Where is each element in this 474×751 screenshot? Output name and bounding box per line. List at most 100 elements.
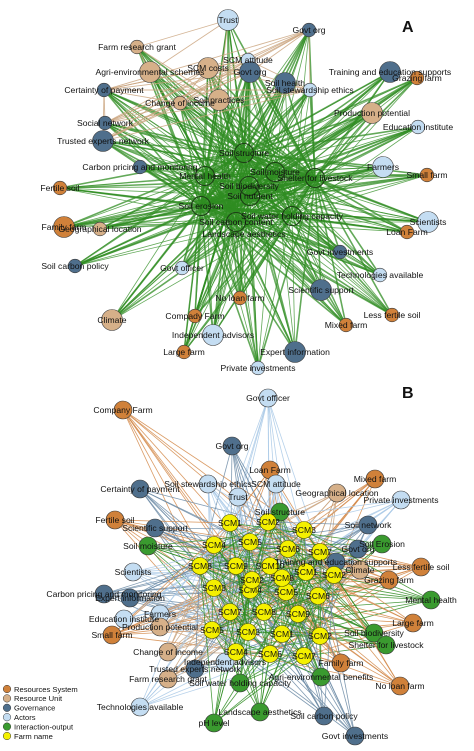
edge-b-scm11-scm21 xyxy=(211,574,335,631)
node-b-govt-officer xyxy=(258,388,278,408)
node-a-label-soil-water-holding-capacity: Soil water holding capacity xyxy=(241,211,343,221)
edge-b-ph-level-scm4 xyxy=(213,541,251,724)
panel-a-letter: A xyxy=(402,19,414,36)
node-b-label-shelter-for-livestock: Shelter for livestock xyxy=(349,640,425,650)
node-a-label-trust: Trust xyxy=(218,15,238,25)
node-b-scm-label-21: SCM5 xyxy=(200,625,224,635)
node-a-no-loan-farm xyxy=(232,290,248,306)
node-b-label-change-of-income: Change of income xyxy=(133,647,203,657)
node-a-soil-health xyxy=(274,72,296,94)
node-a-trusted-experts-network xyxy=(92,130,114,152)
edge-a-mixed-farm-hub3 xyxy=(314,177,347,326)
edge-a-independent-advisors-hub0 xyxy=(212,152,245,336)
edge-b-mental-health-scm23 xyxy=(235,599,432,653)
edge-b-education-institute-scm7 xyxy=(123,565,201,620)
node-a-label-small-farm: Small farm xyxy=(406,170,447,180)
node-a-soil-carbon-policy xyxy=(67,258,83,274)
edge-a-climate-hub7 xyxy=(111,221,237,321)
edge-a-change-of-income-hub8 xyxy=(179,102,293,217)
edge-a-tan-11-17 xyxy=(102,102,181,142)
node-b-scm-17 xyxy=(255,603,273,621)
edge-a-govt-investments-hub3 xyxy=(314,177,341,253)
node-a-small-farm xyxy=(419,167,435,183)
edge-b-soil-moisture-scm8 xyxy=(147,545,237,567)
edge-a-compady-farm-hub6 xyxy=(194,205,202,317)
edge-b-soil-biodiversity-scm11 xyxy=(333,574,375,634)
edge-a-social-network-hub0 xyxy=(104,122,245,154)
node-b-scm-6 xyxy=(311,543,329,561)
node-b-scm-label-26: SCM2 xyxy=(240,575,264,585)
node-a-govt-officer xyxy=(174,260,190,276)
node-b-soil-carbon-policy xyxy=(314,706,334,726)
edge-b-scm1-scm3 xyxy=(213,521,269,546)
node-b-scm-label-10: SCM1 xyxy=(294,567,318,577)
edge-a-education-institute-hub2 xyxy=(274,126,419,173)
edge-a-small-farm-hub0 xyxy=(243,152,428,176)
edge-a-less-fertile-soil-hub0 xyxy=(243,152,393,316)
node-b-scm-9 xyxy=(261,557,279,575)
node-b-label-landscape-aesthetics: Landscape aesthetics xyxy=(218,707,301,717)
node-b-label-scm-attitude: SCM attitude xyxy=(251,479,301,489)
node-b-scientists xyxy=(123,562,143,582)
node-a-label-scientists: Scientists xyxy=(410,217,447,227)
edge-a-govt-org-hub0 xyxy=(243,29,310,154)
node-a-less-fertile-soil xyxy=(384,307,400,323)
edge-a-expert-information-hub8 xyxy=(291,215,296,353)
edge-b-scm13-scm23 xyxy=(235,589,251,653)
node-b-govt-investments xyxy=(345,726,365,746)
edge-a-private-investments-hub7 xyxy=(235,221,259,369)
node-a-label-no-loan-farm: No loan farm xyxy=(215,293,264,303)
edge-b-soil-carbon-policy-scm11 xyxy=(323,574,335,717)
edge-a-mixed-farm-hub2 xyxy=(274,171,347,326)
edge-a-family-farm-hub6 xyxy=(63,205,202,228)
edge-a-scientists-hub3 xyxy=(314,177,429,223)
node-b-label-scientists: Scientists xyxy=(115,567,152,577)
node-b-scm-5 xyxy=(279,540,297,558)
node-a-label-certainty-of-payment: Certainty of payment xyxy=(64,85,144,95)
edge-a-trusted-experts-network-hub9 xyxy=(102,140,229,209)
node-b-label-farmers: Farmers xyxy=(144,609,176,619)
legend-label-farm-name: Farm name xyxy=(14,732,53,741)
node-b-landscape-aesthetics xyxy=(250,702,270,722)
node-b-scm-label-14: SCM5 xyxy=(274,587,298,597)
node-a-expert-information xyxy=(284,341,306,363)
edge-a-private-investments-hub6 xyxy=(200,205,259,369)
node-a-trust xyxy=(217,9,239,31)
node-a-label-scm-costs: SCM costs xyxy=(187,63,229,73)
node-a-training-and-education-supports xyxy=(379,61,401,83)
node-a-label-carbon-pricing-and-monitoring: Carbon pricing and monitoring xyxy=(82,162,197,172)
node-b-climate xyxy=(350,560,370,580)
edge-b-scm11-scm17 xyxy=(263,574,335,613)
node-a-loan-farm xyxy=(399,224,415,240)
legend-label-interaction-output: Interaction-output xyxy=(14,722,74,731)
node-b-label-training-and-education-supports: Training and education supports xyxy=(275,557,397,567)
edge-a-small-farm-hub3 xyxy=(314,174,428,179)
node-a-label-govt-investments: Govt investments xyxy=(307,247,373,257)
node-b-certainty-of-payment xyxy=(130,479,150,499)
edge-a-less-fertile-soil-hub3 xyxy=(314,177,393,316)
node-b-scm-27 xyxy=(273,569,291,587)
node-b-trust xyxy=(228,487,248,507)
node-b-soil-network xyxy=(358,515,378,535)
node-b-label-loan-farm: Loan Farm xyxy=(249,465,291,475)
edge-a-family-farm-hub0 xyxy=(63,152,245,228)
node-a-farm-research-grant xyxy=(129,39,145,55)
node-b-label-soil-stewardship-ethics: Soil stewardship ethics xyxy=(164,479,251,489)
node-b-scm-label-5: SCM6 xyxy=(276,544,300,554)
node-a-soil-erosion xyxy=(190,195,212,217)
legend-label-governance: Governance xyxy=(14,704,55,713)
node-a-label-center: Landscape aesthetics xyxy=(202,229,285,239)
edge-b-scm17-scm19 xyxy=(263,611,321,637)
edge-b-scm8-scm24 xyxy=(235,565,271,655)
edge-b-fertile-soil-scm9 xyxy=(114,519,271,567)
node-a-label-soil-carbon-policy: Soil carbon policy xyxy=(41,261,109,271)
edge-b-trusted-experts-network-scm13 xyxy=(194,589,251,670)
edge-a-change-of-income-hub1 xyxy=(179,102,206,177)
node-b-scm-label-24: SCM6 xyxy=(258,649,282,659)
node-b-scm-12 xyxy=(205,579,223,597)
